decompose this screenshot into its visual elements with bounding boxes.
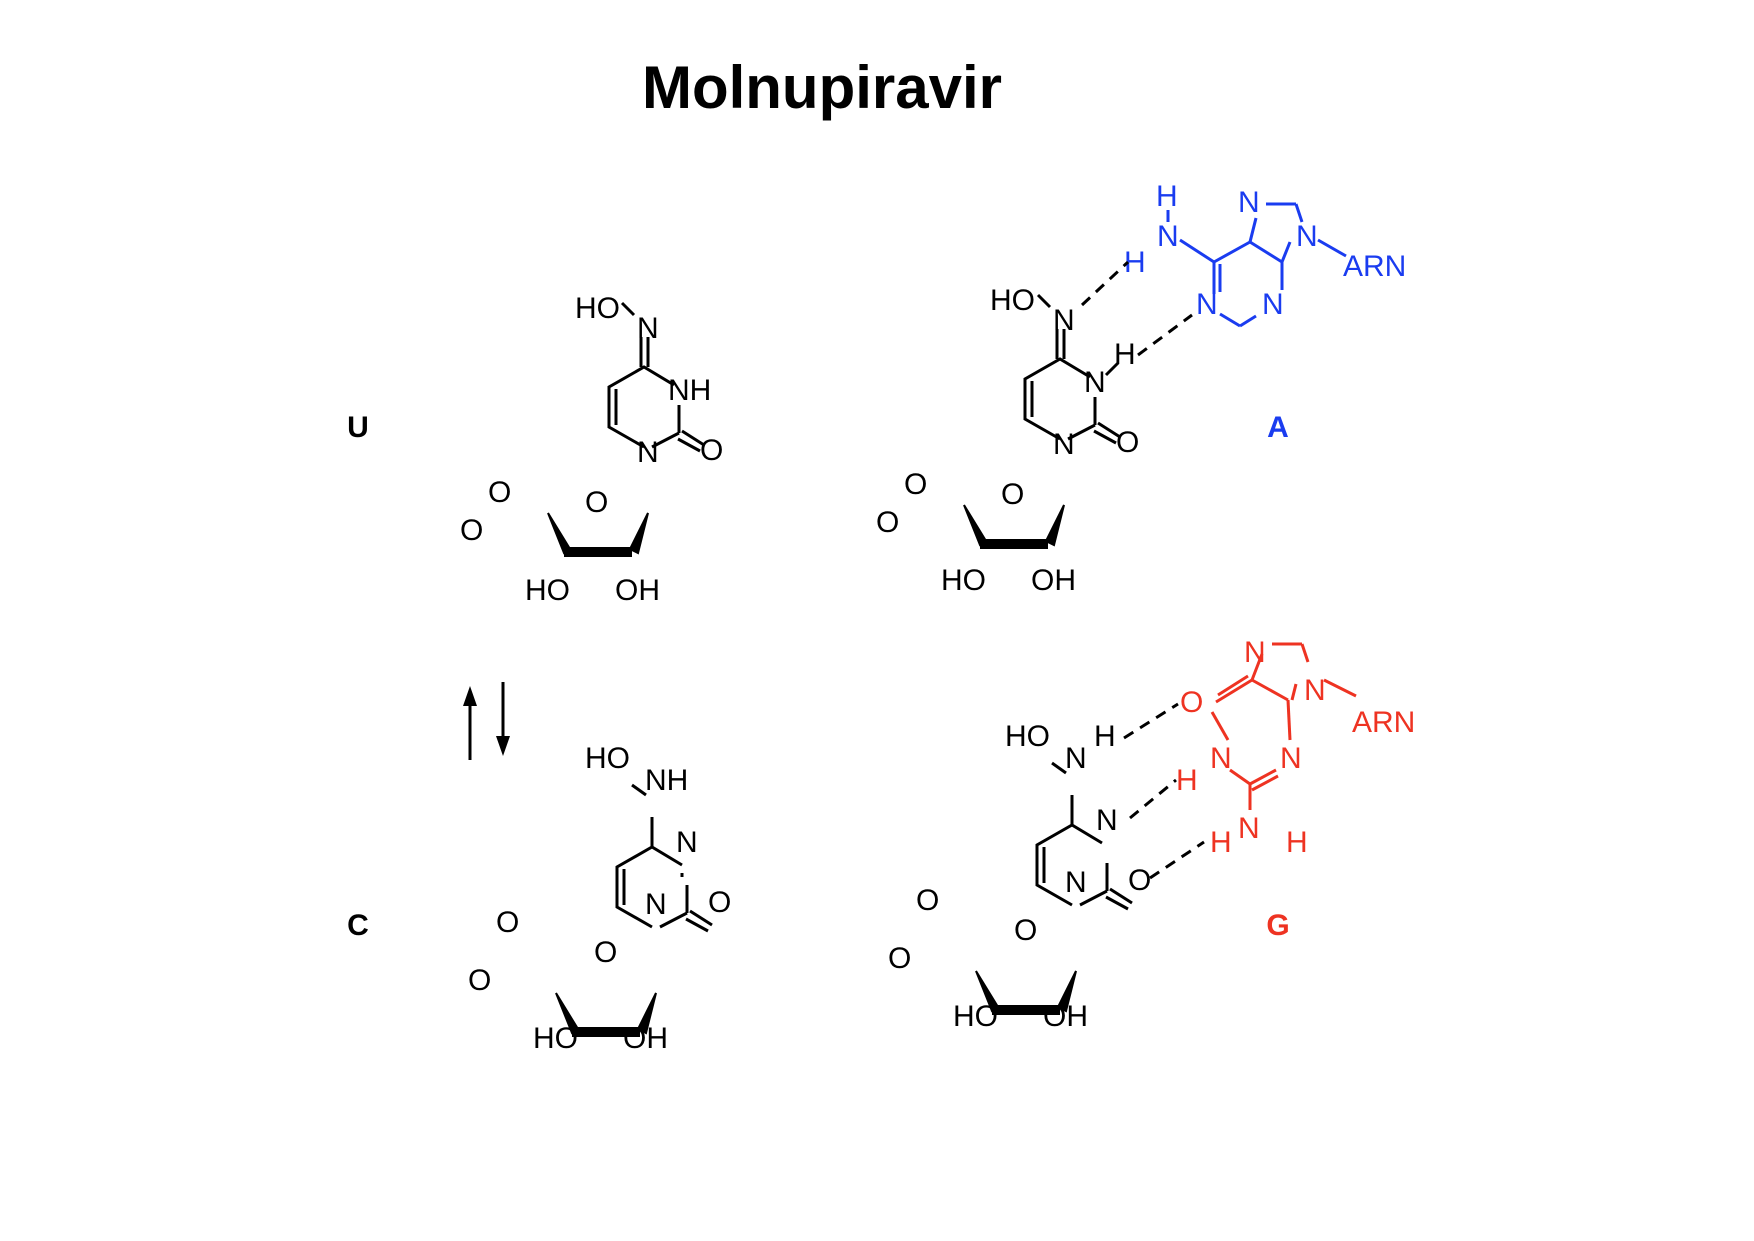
- svg-text:N: N: [1210, 742, 1232, 775]
- svg-text:O: O: [585, 486, 608, 519]
- structure-amino-g-atoms: O O O HO OH N N O N HO H: [888, 720, 1151, 1033]
- structure-oxime-a: [838, 293, 1121, 572]
- svg-text:N: N: [1096, 804, 1118, 837]
- svg-text:OH: OH: [1031, 564, 1076, 597]
- svg-text:O: O: [916, 884, 939, 917]
- svg-text:N: N: [1084, 366, 1106, 399]
- svg-text:O: O: [468, 964, 491, 997]
- svg-text:OH: OH: [623, 1022, 668, 1055]
- label-u: U: [347, 411, 369, 444]
- svg-text:N: N: [1053, 428, 1075, 461]
- structure-u-atoms: O O O HO OH N NH O N HO: [460, 292, 723, 607]
- svg-text:N: N: [1280, 742, 1302, 775]
- svg-text:O: O: [496, 906, 519, 939]
- svg-text:HO: HO: [990, 284, 1035, 317]
- svg-text:N: N: [1304, 674, 1326, 707]
- svg-text:O: O: [876, 506, 899, 539]
- svg-text:ARN: ARN: [1352, 706, 1415, 739]
- svg-text:O: O: [700, 434, 723, 467]
- svg-text:HO: HO: [525, 574, 570, 607]
- svg-text:N: N: [1238, 812, 1260, 845]
- svg-text:HO: HO: [585, 742, 630, 775]
- svg-text:O: O: [1014, 914, 1037, 947]
- hbonds-guanine: [1123, 702, 1205, 880]
- adenine-atoms: H N H N N ARN N N: [1124, 180, 1406, 321]
- svg-text:OH: OH: [615, 574, 660, 607]
- svg-text:ARN: ARN: [1343, 250, 1406, 283]
- svg-text:O: O: [888, 942, 911, 975]
- svg-text:O: O: [1128, 864, 1151, 897]
- hbonds-adenine: [1080, 260, 1193, 357]
- svg-text:NH: NH: [668, 374, 711, 407]
- svg-text:NH: NH: [645, 764, 688, 797]
- structure-u: [422, 301, 705, 580]
- svg-text:H: H: [1286, 826, 1308, 859]
- adenine: [1166, 202, 1347, 328]
- svg-text:O: O: [1116, 426, 1139, 459]
- svg-text:N: N: [1262, 288, 1284, 321]
- svg-text:O: O: [708, 886, 731, 919]
- equilibrium-arrows: [463, 682, 510, 760]
- svg-text:N: N: [1157, 220, 1179, 253]
- guanine: [1210, 642, 1357, 810]
- svg-text:O: O: [594, 936, 617, 969]
- structure-amino-g: [850, 761, 1133, 1038]
- structure-oxime-a-atoms: O O O HO OH N N O N HO H: [876, 284, 1139, 597]
- svg-text:HO: HO: [953, 1000, 998, 1033]
- svg-text:N: N: [1065, 742, 1087, 775]
- svg-text:O: O: [460, 514, 483, 547]
- svg-text:OH: OH: [1043, 1000, 1088, 1033]
- structure-c: [430, 783, 713, 1060]
- svg-text:O: O: [1180, 686, 1203, 719]
- svg-text:N: N: [676, 826, 698, 859]
- svg-text:N: N: [637, 312, 659, 345]
- svg-text:N: N: [1296, 220, 1318, 253]
- svg-text:HO: HO: [533, 1022, 578, 1055]
- svg-text:N: N: [1065, 866, 1087, 899]
- svg-text:N: N: [1053, 304, 1075, 337]
- svg-text:O: O: [904, 468, 927, 501]
- guanine-atoms: O N N ARN N H N N H H: [1176, 636, 1415, 859]
- svg-text:O: O: [1001, 478, 1024, 511]
- svg-text:H: H: [1176, 764, 1198, 797]
- svg-text:HO: HO: [1005, 720, 1050, 753]
- svg-text:H: H: [1210, 826, 1232, 859]
- label-c: C: [347, 909, 369, 942]
- svg-text:HO: HO: [575, 292, 620, 325]
- svg-text:HO: HO: [941, 564, 986, 597]
- page-title: Molnupiravir: [642, 54, 1002, 121]
- svg-text:N: N: [1244, 636, 1266, 669]
- svg-text:N: N: [645, 888, 667, 921]
- svg-text:N: N: [1238, 186, 1260, 219]
- svg-text:H: H: [1114, 338, 1136, 371]
- svg-text:H: H: [1156, 180, 1178, 213]
- label-g: G: [1266, 909, 1289, 942]
- svg-text:O: O: [488, 476, 511, 509]
- svg-text:N: N: [637, 436, 659, 469]
- svg-text:H: H: [1124, 246, 1146, 279]
- label-a: A: [1267, 411, 1289, 444]
- structure-c-atoms: O O O HO OH N N O NH HO: [468, 742, 731, 1055]
- svg-text:H: H: [1094, 720, 1116, 753]
- svg-text:N: N: [1196, 288, 1218, 321]
